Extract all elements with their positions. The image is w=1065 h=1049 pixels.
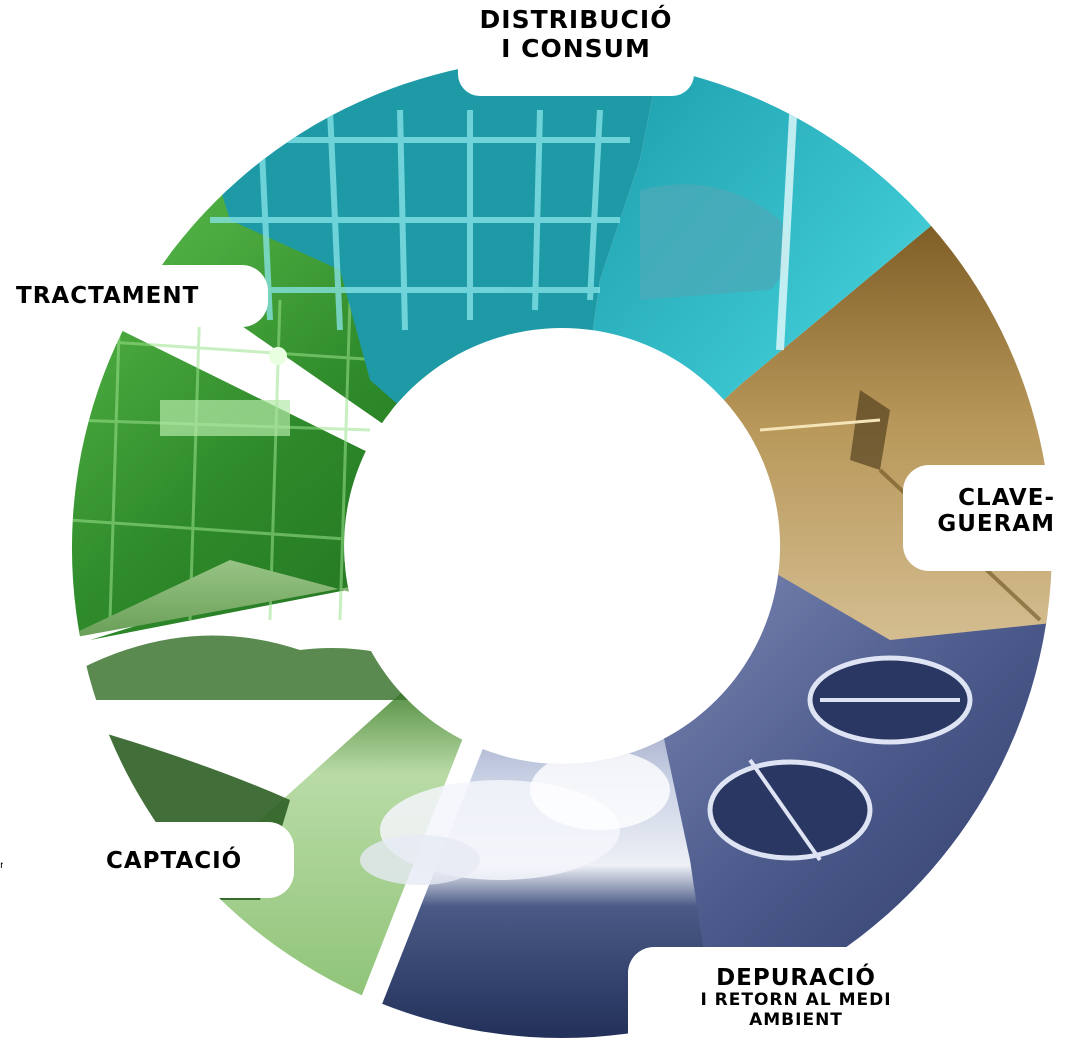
edge-text-fragment: n: [0, 860, 3, 900]
label-clavegueram: CLAVE- GUERAM: [903, 465, 1065, 571]
segment-tractament: [71, 180, 562, 640]
label-distribucio: DISTRIBUCIÓ I CONSUM: [458, 0, 694, 96]
label-depuracio: DEPURACIÓ I RETORN AL MEDI AMBIENT: [628, 947, 964, 1049]
label-tractament: TRACTAMENT: [0, 265, 268, 327]
label-captacio: CAPTACIÓ: [92, 822, 294, 898]
